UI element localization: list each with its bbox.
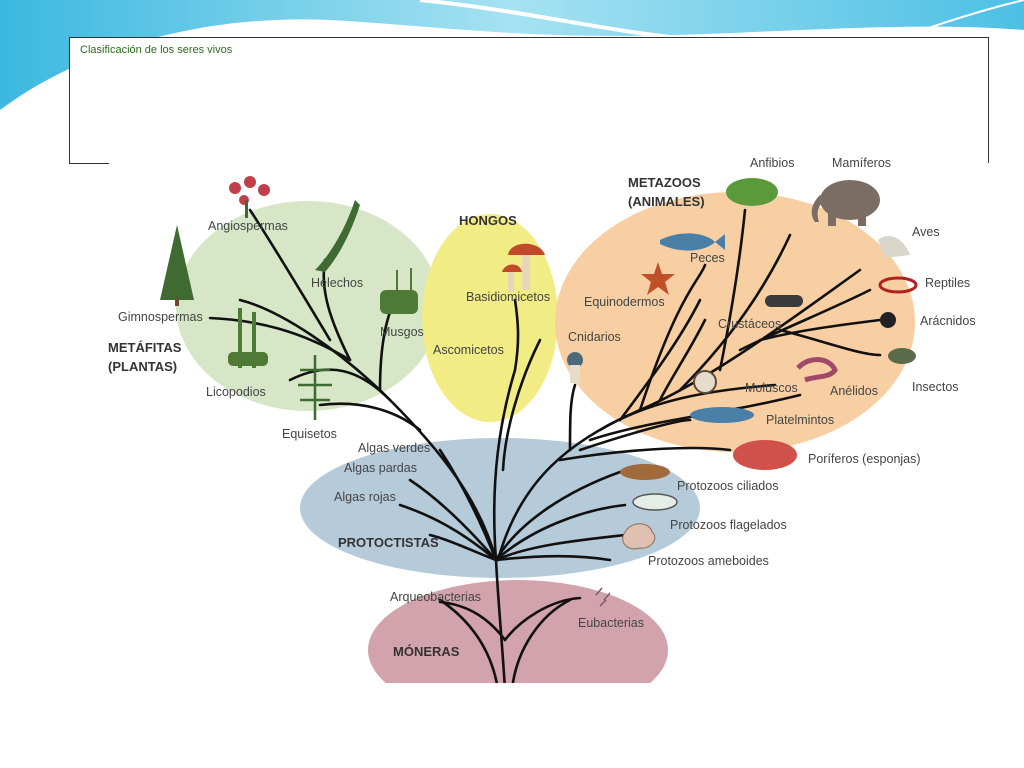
header-wave-decoration	[0, 0, 1024, 113]
label-protozoos-ciliados: Protozoos ciliados	[677, 479, 778, 493]
clubmoss-icon	[228, 308, 268, 368]
title-box-border-gap	[989, 150, 991, 164]
group-moneras: MÓNERAS	[393, 644, 460, 659]
tree-branches	[208, 208, 882, 683]
label-poriferos: Poríferos (esponjas)	[808, 452, 921, 466]
bird-icon	[878, 235, 910, 258]
horsetail-icon	[298, 355, 332, 420]
label-gimnospermas: Gimnospermas	[118, 310, 203, 324]
label-helechos: Helechos	[311, 276, 363, 290]
elephant-icon	[811, 180, 880, 226]
label-aracnidos: Arácnidos	[920, 314, 976, 328]
label-algas-verdes: Algas verdes	[358, 441, 430, 455]
label-cnidarios: Cnidarios	[568, 330, 621, 344]
label-peces: Peces	[690, 251, 725, 265]
label-equisetos: Equisetos	[282, 427, 337, 441]
moss-icon	[380, 268, 418, 314]
label-licopodios: Licopodios	[206, 385, 266, 399]
group-protoctistas: PROTOCTISTAS	[338, 535, 439, 550]
crustacean-icon	[765, 295, 803, 307]
label-protozoos-flagelados: Protozoos flagelados	[670, 518, 787, 532]
mushroom-icon	[502, 243, 545, 292]
cnidarian-icon	[567, 352, 583, 383]
label-protozoos-ameboides: Protozoos ameboides	[648, 554, 769, 568]
title-placeholder-box[interactable]	[69, 37, 989, 163]
label-musgos: Musgos	[380, 325, 424, 339]
label-insectos: Insectos	[912, 380, 959, 394]
fern-icon	[315, 200, 360, 272]
label-arqueobacterias: Arqueobacterias	[390, 590, 481, 604]
group-metazoos-line2: (ANIMALES)	[628, 194, 705, 209]
snake-icon	[878, 276, 918, 294]
label-platelmintos: Platelmintos	[766, 413, 834, 427]
protoctistas-region	[300, 438, 700, 578]
frog-icon	[726, 178, 778, 206]
label-algas-pardas: Algas pardas	[344, 461, 417, 475]
starfish-icon	[641, 262, 675, 295]
label-crustaceos: Crustáceos	[718, 317, 781, 331]
label-algas-rojas: Algas rojas	[334, 490, 396, 504]
ciliate-icon	[620, 464, 670, 480]
group-metazoos-line1: METAZOOS	[628, 175, 701, 190]
group-hongos: HONGOS	[459, 213, 517, 228]
label-anelidos: Anélidos	[830, 384, 878, 398]
label-moluscos: Moluscos	[745, 381, 798, 395]
group-metafitas-line1: METÁFITAS	[108, 340, 182, 355]
fish-icon	[660, 233, 725, 251]
flower-icon	[229, 176, 270, 218]
label-reptiles: Reptiles	[925, 276, 970, 290]
worm-icon	[796, 357, 838, 383]
label-aves: Aves	[912, 225, 940, 239]
label-angiospermas: Angiospermas	[208, 219, 288, 233]
conifer-icon	[160, 225, 194, 300]
group-metafitas-line2: (PLANTAS)	[108, 359, 177, 374]
sponge-icon	[733, 440, 797, 470]
hongos-region	[422, 214, 558, 422]
amoeba-icon	[622, 523, 656, 550]
flatworm-icon	[690, 407, 754, 423]
bacteria-icon	[595, 587, 611, 607]
label-equinodermos: Equinodermos	[584, 295, 665, 309]
organism-illustrations	[160, 176, 918, 607]
snail-icon	[693, 370, 717, 394]
label-basidiomicetos: Basidiomicetos	[466, 290, 550, 304]
moneras-region	[368, 580, 668, 683]
insect-icon	[888, 348, 916, 364]
label-mamiferos: Mamíferos	[832, 156, 891, 170]
title-box-border	[69, 163, 109, 164]
label-anfibios: Anfibios	[750, 156, 794, 170]
flagellate-icon	[632, 493, 678, 511]
label-ascomicetos: Ascomicetos	[433, 343, 504, 357]
label-eubacterias: Eubacterias	[578, 616, 644, 630]
spider-icon	[880, 312, 896, 328]
slide-title[interactable]: Clasificación de los seres vivos	[80, 44, 233, 56]
